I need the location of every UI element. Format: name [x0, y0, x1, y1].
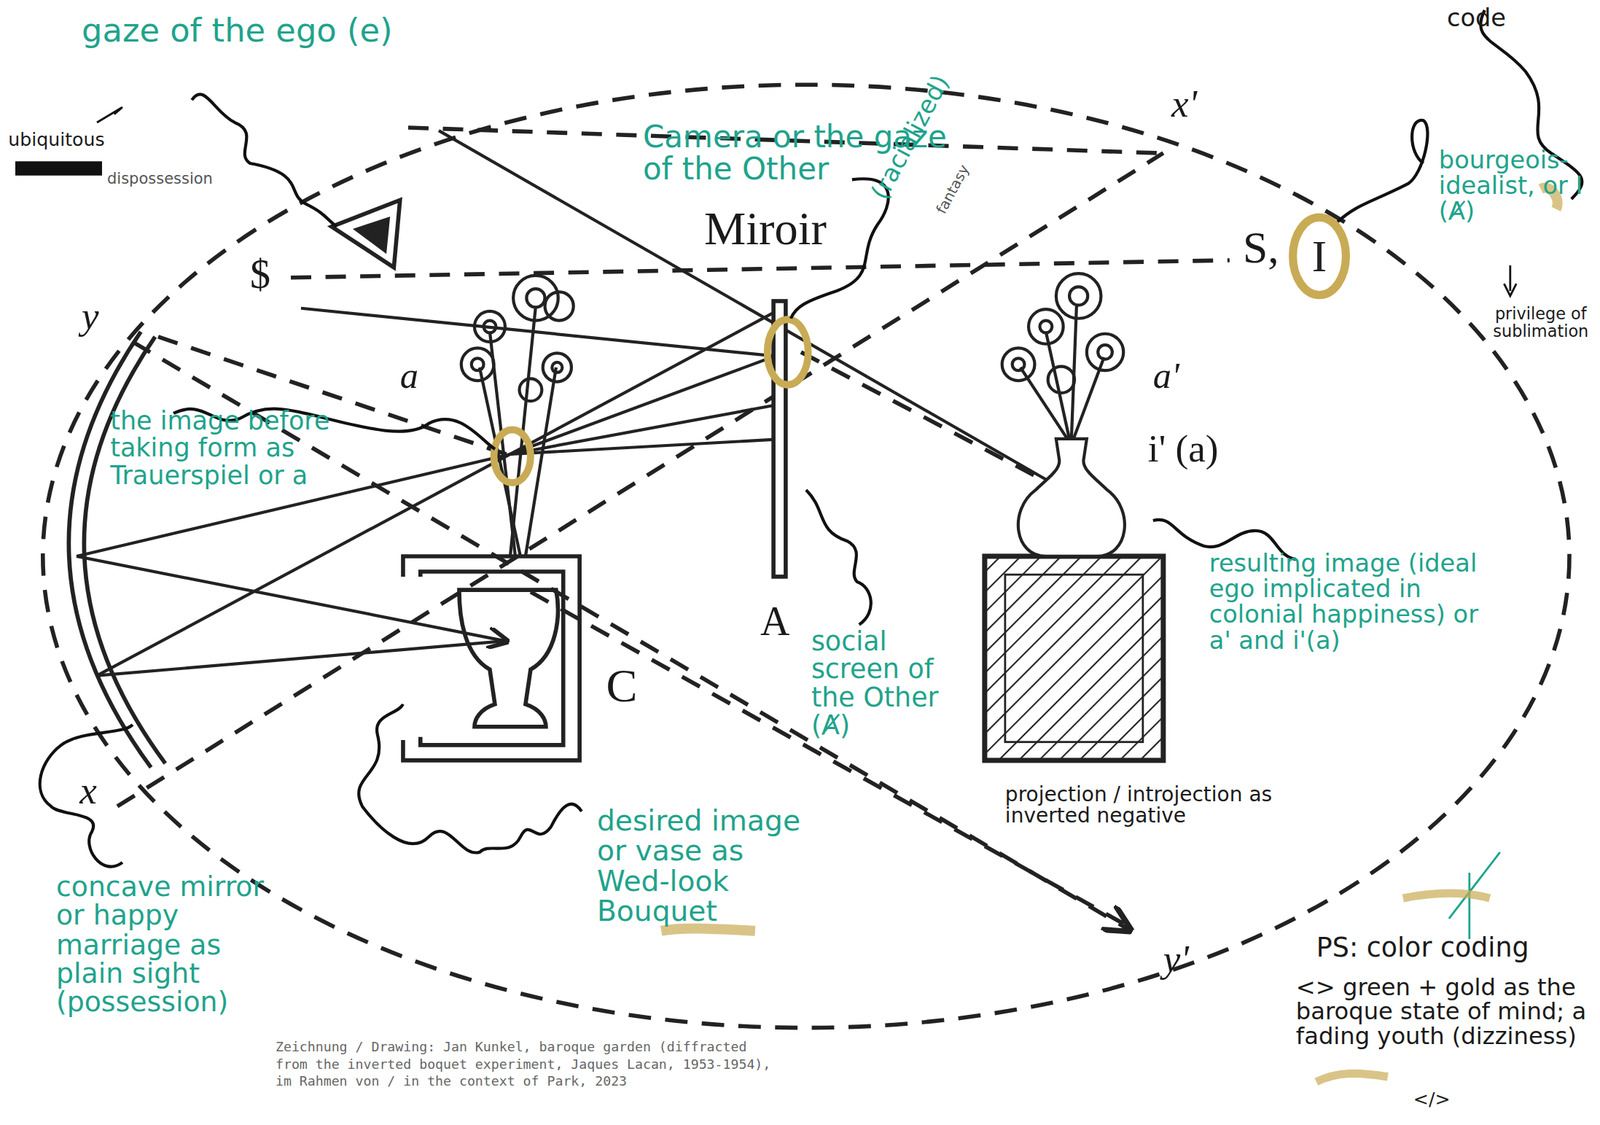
mirror-label: Miroir: [704, 204, 827, 254]
point-label: C: [606, 661, 638, 711]
annotation-text: dispossession: [107, 171, 213, 188]
light-rays: [76, 130, 1077, 676]
point-label: y': [1163, 938, 1189, 980]
point-label: x': [1171, 83, 1197, 125]
annotation-text: ubiquitous: [8, 130, 105, 150]
point-label: $: [250, 252, 271, 296]
point-label: a': [1153, 357, 1180, 396]
box-c: [403, 556, 580, 761]
concave-mirror: [68, 331, 165, 768]
point-label: A: [760, 599, 790, 643]
annotation-text: bourgeois-idealist, or I (Ⱥ): [1438, 147, 1592, 226]
annotation-text: gaze of the ego (e): [81, 14, 393, 49]
gold-ring-node: I: [1288, 212, 1352, 300]
annotation-text: code: [1446, 5, 1506, 32]
annotation-text: projection / introjection as inverted ne…: [1005, 783, 1312, 827]
point-label: x: [79, 770, 97, 812]
annotation-text: the image before taking form as Trauersp…: [110, 408, 350, 489]
annotation-text: PS: color coding: [1316, 933, 1530, 962]
gold-rings: [494, 319, 809, 483]
dashed-ellipse: [43, 84, 1570, 1028]
annotation-text: social screen of the Other (Ⱥ): [811, 627, 980, 740]
caption: Zeichnung / Drawing: Jan Kunkel, baroque…: [275, 1038, 786, 1091]
eye-symbol: [331, 199, 401, 267]
annotation-text: fantasy: [933, 162, 972, 217]
point-label: a: [400, 357, 419, 396]
annotation-text: desired image or vase as Wed-look Bouque…: [596, 806, 812, 927]
flowers-left: [461, 275, 574, 557]
pedestal-inner: [1005, 574, 1143, 743]
plane-mirror: [773, 301, 786, 577]
annotation-text: </>: [1413, 1089, 1451, 1109]
point-label: y: [81, 295, 100, 337]
pedestal: [984, 556, 1164, 761]
vase-right: [1002, 273, 1125, 557]
annotation-text: resulting image (ideal ego implicated in…: [1209, 551, 1480, 654]
annotation-text: concave mirror or happy marriage as plai…: [56, 872, 296, 1017]
point-label: i' (a): [1148, 428, 1219, 470]
leader-lines: [40, 10, 1583, 867]
annotation-text: privilege of sublimation: [1481, 306, 1600, 341]
point-label: S,: [1242, 224, 1280, 272]
decorative-strokes: [15, 107, 1558, 1082]
annotation-text: <> green + gold as the baroque state of …: [1296, 974, 1595, 1049]
node-text: I: [1288, 212, 1352, 300]
